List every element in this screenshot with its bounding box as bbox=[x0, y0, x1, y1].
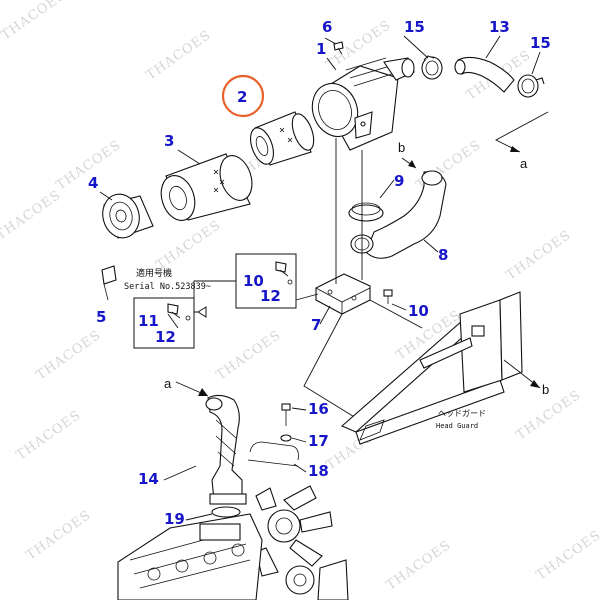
callout-7[interactable]: 7 bbox=[311, 316, 321, 334]
callout-12-upper[interactable]: 12 bbox=[260, 287, 281, 305]
callout-10-upper[interactable]: 10 bbox=[243, 272, 264, 290]
serial-en: Serial No.523839~ bbox=[124, 282, 211, 292]
watermark: THACOES bbox=[534, 528, 600, 584]
watermark: THACOES bbox=[0, 0, 69, 43]
leader-line bbox=[303, 313, 357, 419]
watermark: THACOES bbox=[34, 328, 104, 384]
head-guard-jp: ヘッドガード bbox=[438, 408, 486, 418]
hose-clamp-part bbox=[517, 74, 545, 98]
callout-13[interactable]: 13 bbox=[489, 18, 510, 36]
detail-box-upper bbox=[235, 253, 297, 309]
callout-14[interactable]: 14 bbox=[138, 470, 159, 488]
callout-6[interactable]: 6 bbox=[322, 18, 332, 36]
callout-15-right[interactable]: 15 bbox=[530, 34, 551, 52]
bolt-part bbox=[281, 403, 291, 426]
rubber-hose-part bbox=[454, 56, 515, 93]
ref-b-top: b bbox=[398, 140, 405, 155]
arrow-head bbox=[198, 388, 208, 396]
callout-12-lower[interactable]: 12 bbox=[155, 328, 176, 346]
engine-block-part bbox=[117, 513, 349, 600]
leader-line bbox=[369, 299, 423, 329]
callout-5[interactable]: 5 bbox=[96, 308, 106, 326]
watermark: THACOES bbox=[504, 228, 574, 284]
watermark: THACOES bbox=[14, 408, 84, 464]
bracket-part bbox=[315, 273, 371, 315]
ref-a-mid: a bbox=[164, 376, 172, 391]
arrow-hollow bbox=[197, 306, 207, 318]
gasket-part bbox=[211, 506, 241, 518]
u-bolt-part bbox=[247, 441, 299, 467]
callout-10-lower[interactable]: 10 bbox=[408, 302, 429, 320]
arrow-head bbox=[408, 160, 416, 168]
callout-9[interactable]: 9 bbox=[394, 172, 404, 190]
watermark: THACOES bbox=[0, 188, 64, 244]
leader-line bbox=[295, 293, 319, 301]
callout-11[interactable]: 11 bbox=[138, 312, 159, 330]
watermark: THACOES bbox=[214, 328, 284, 384]
callout-18[interactable]: 18 bbox=[308, 462, 329, 480]
watermark: THACOES bbox=[24, 508, 94, 564]
detail-box-lower bbox=[133, 297, 195, 349]
inner-element-part bbox=[250, 111, 315, 166]
head-guard-en: Head Guard bbox=[436, 422, 478, 430]
callout-4[interactable]: 4 bbox=[88, 174, 98, 192]
washer-part bbox=[280, 434, 292, 442]
callout-leaders bbox=[99, 35, 541, 521]
air-cleaner-body-part bbox=[311, 57, 415, 151]
clip-part bbox=[101, 265, 117, 301]
callout-1[interactable]: 1 bbox=[316, 40, 326, 58]
bolt-part bbox=[383, 289, 393, 304]
air-cleaner-cover-part bbox=[102, 193, 154, 239]
watermark: THACOES bbox=[154, 218, 224, 274]
band-part bbox=[348, 202, 384, 222]
callout-15-left[interactable]: 15 bbox=[404, 18, 425, 36]
arrow-head bbox=[510, 146, 520, 152]
callout-2[interactable]: 2 bbox=[237, 88, 247, 106]
callout-3[interactable]: 3 bbox=[164, 132, 174, 150]
outer-element-part bbox=[160, 153, 253, 221]
arrow-head bbox=[530, 380, 540, 388]
callout-17[interactable]: 17 bbox=[308, 432, 329, 450]
watermark: THACOES bbox=[144, 28, 214, 84]
callout-labels: 1 2 3 4 5 6 7 8 9 10 10 11 12 12 13 14 1… bbox=[88, 18, 551, 528]
ref-b-right: b bbox=[542, 382, 549, 397]
cooling-fan-part bbox=[255, 485, 333, 577]
head-guard-frame-part bbox=[340, 291, 523, 445]
leader-line bbox=[495, 111, 549, 153]
ref-a-top: a bbox=[520, 156, 528, 171]
serial-jp: 適用号機 bbox=[136, 267, 172, 278]
hose-clamp-part bbox=[421, 55, 443, 80]
watermark: THACOES bbox=[384, 538, 454, 594]
callout-19[interactable]: 19 bbox=[164, 510, 185, 528]
intake-elbow-part bbox=[205, 394, 247, 505]
screw-part bbox=[333, 41, 344, 55]
callout-16[interactable]: 16 bbox=[308, 400, 329, 418]
callout-8[interactable]: 8 bbox=[438, 246, 448, 264]
highlight-circle bbox=[221, 74, 265, 118]
